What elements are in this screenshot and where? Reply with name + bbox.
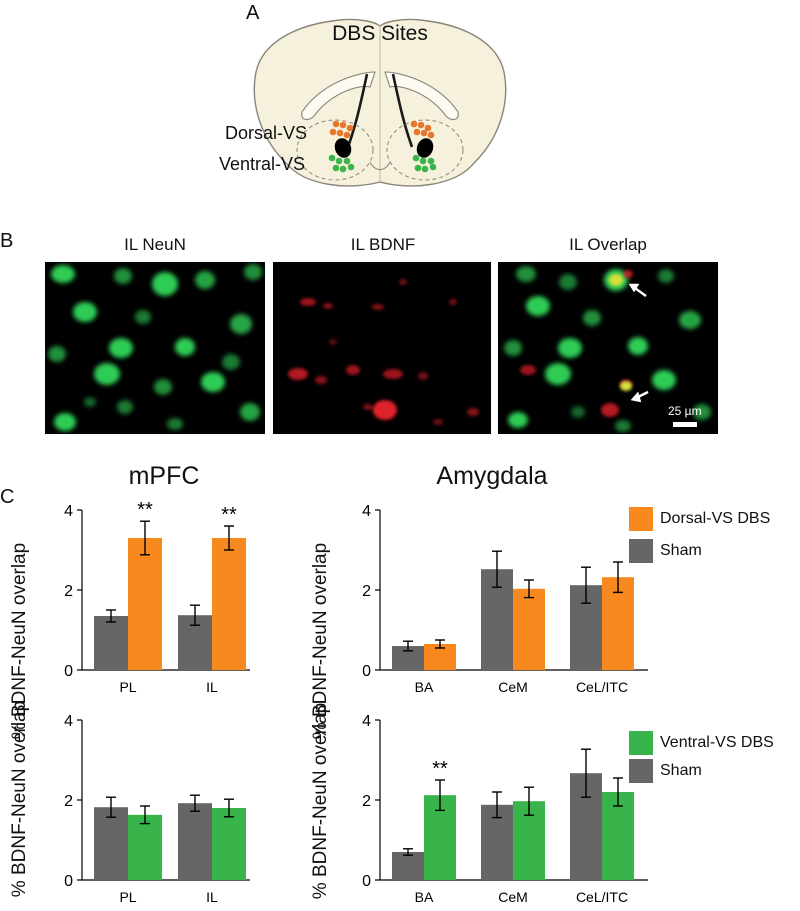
micrograph-overlap <box>498 262 718 434</box>
micrograph-neun <box>45 262 265 434</box>
x-tick-label: CeL/ITC <box>576 889 628 905</box>
dorsal-vs-label: Dorsal-VS <box>225 123 308 143</box>
bar <box>178 803 212 880</box>
panel-a-letter: A <box>246 2 260 24</box>
x-tick-label: CeM <box>498 889 528 905</box>
y-tick-label: 0 <box>64 663 73 680</box>
y-tick-label: 0 <box>362 873 371 890</box>
chart-mpfc-dorsal: 0 2 4 ** PL ** IL <box>64 500 250 695</box>
x-tick-label: PL <box>119 889 136 905</box>
x-tick-label: IL <box>206 889 218 905</box>
y-tick-label: 0 <box>362 663 371 680</box>
amygdala-title: Amygdala <box>436 462 548 490</box>
bar <box>94 616 128 670</box>
chart-amygdala-ventral: 0 2 4 ** BA CeM CeL/ITC <box>362 713 648 905</box>
bar <box>128 538 162 670</box>
dbs-sites-title: DBS Sites <box>332 22 428 45</box>
y-tick-label: 2 <box>64 583 73 600</box>
significance-label: ** <box>137 500 153 521</box>
bar <box>128 814 162 880</box>
micro-title-bdnf: IL BDNF <box>350 235 416 254</box>
x-tick-label: PL <box>119 679 136 695</box>
significance-label: ** <box>221 504 237 526</box>
x-tick-label: BA <box>415 889 434 905</box>
x-tick-label: CeL/ITC <box>576 679 628 695</box>
micro-title-overlap: IL Overlap <box>569 235 647 254</box>
left-ventricle <box>301 71 376 121</box>
ylabel-right-bottom: % BDNF-NeuN overlap <box>310 702 331 900</box>
ventral-sites-right <box>412 154 437 173</box>
micro-title-neun: IL NeuN <box>124 235 186 254</box>
panel-b-letter: B <box>0 230 14 252</box>
bar <box>513 588 545 670</box>
scale-bar-label: 25 µm <box>668 404 702 418</box>
bar <box>212 538 246 670</box>
dorsal-sites-right <box>410 120 435 139</box>
legend-swatch-dorsal <box>629 507 653 531</box>
y-tick-label: 2 <box>64 793 73 810</box>
brain-section-diagram <box>253 18 507 187</box>
ventral-vs-label: Ventral-VS <box>219 154 306 174</box>
right-ventricle <box>384 71 459 121</box>
y-tick-label: 2 <box>362 583 371 600</box>
y-tick-label: 4 <box>64 503 73 520</box>
x-tick-label: IL <box>206 679 218 695</box>
micrograph-bdnf <box>273 262 491 434</box>
y-tick-label: 4 <box>362 503 371 520</box>
arrow-icon <box>628 283 649 403</box>
legend-label-ventral: Ventral-VS DBS <box>660 734 774 751</box>
legend-label-sham-top: Sham <box>660 542 702 559</box>
x-tick-label: BA <box>415 679 434 695</box>
y-tick-label: 4 <box>362 713 371 730</box>
mpfc-title: mPFC <box>128 462 200 490</box>
lesion-left <box>334 138 352 158</box>
bar <box>94 807 128 880</box>
bar <box>392 852 424 880</box>
y-tick-label: 0 <box>64 873 73 890</box>
ventral-sites-left <box>328 154 355 173</box>
dorsal-sites-left <box>329 120 354 139</box>
legend-swatch-sham-top <box>629 539 653 563</box>
ylabel-left-bottom: % BDNF-NeuN overlap <box>9 700 30 898</box>
chart-amygdala-dorsal: 0 2 4BA CeM CeL/ITC <box>362 503 648 695</box>
bar <box>212 808 246 880</box>
legend-label-dorsal: Dorsal-VS DBS <box>660 510 771 527</box>
legend-swatch-sham-bottom <box>629 759 653 783</box>
legend-swatch-ventral <box>629 731 653 755</box>
panel-c-letter: C <box>0 486 15 508</box>
lesion-right <box>416 138 434 158</box>
legend-label-sham-bottom: Sham <box>660 762 702 779</box>
x-tick-label: CeM <box>498 679 528 695</box>
y-tick-label: 2 <box>362 793 371 810</box>
scale-bar <box>673 422 697 427</box>
y-tick-label: 4 <box>64 713 73 730</box>
chart-mpfc-ventral: 0 2 4PL IL <box>64 713 250 905</box>
significance-label: ** <box>432 758 448 780</box>
